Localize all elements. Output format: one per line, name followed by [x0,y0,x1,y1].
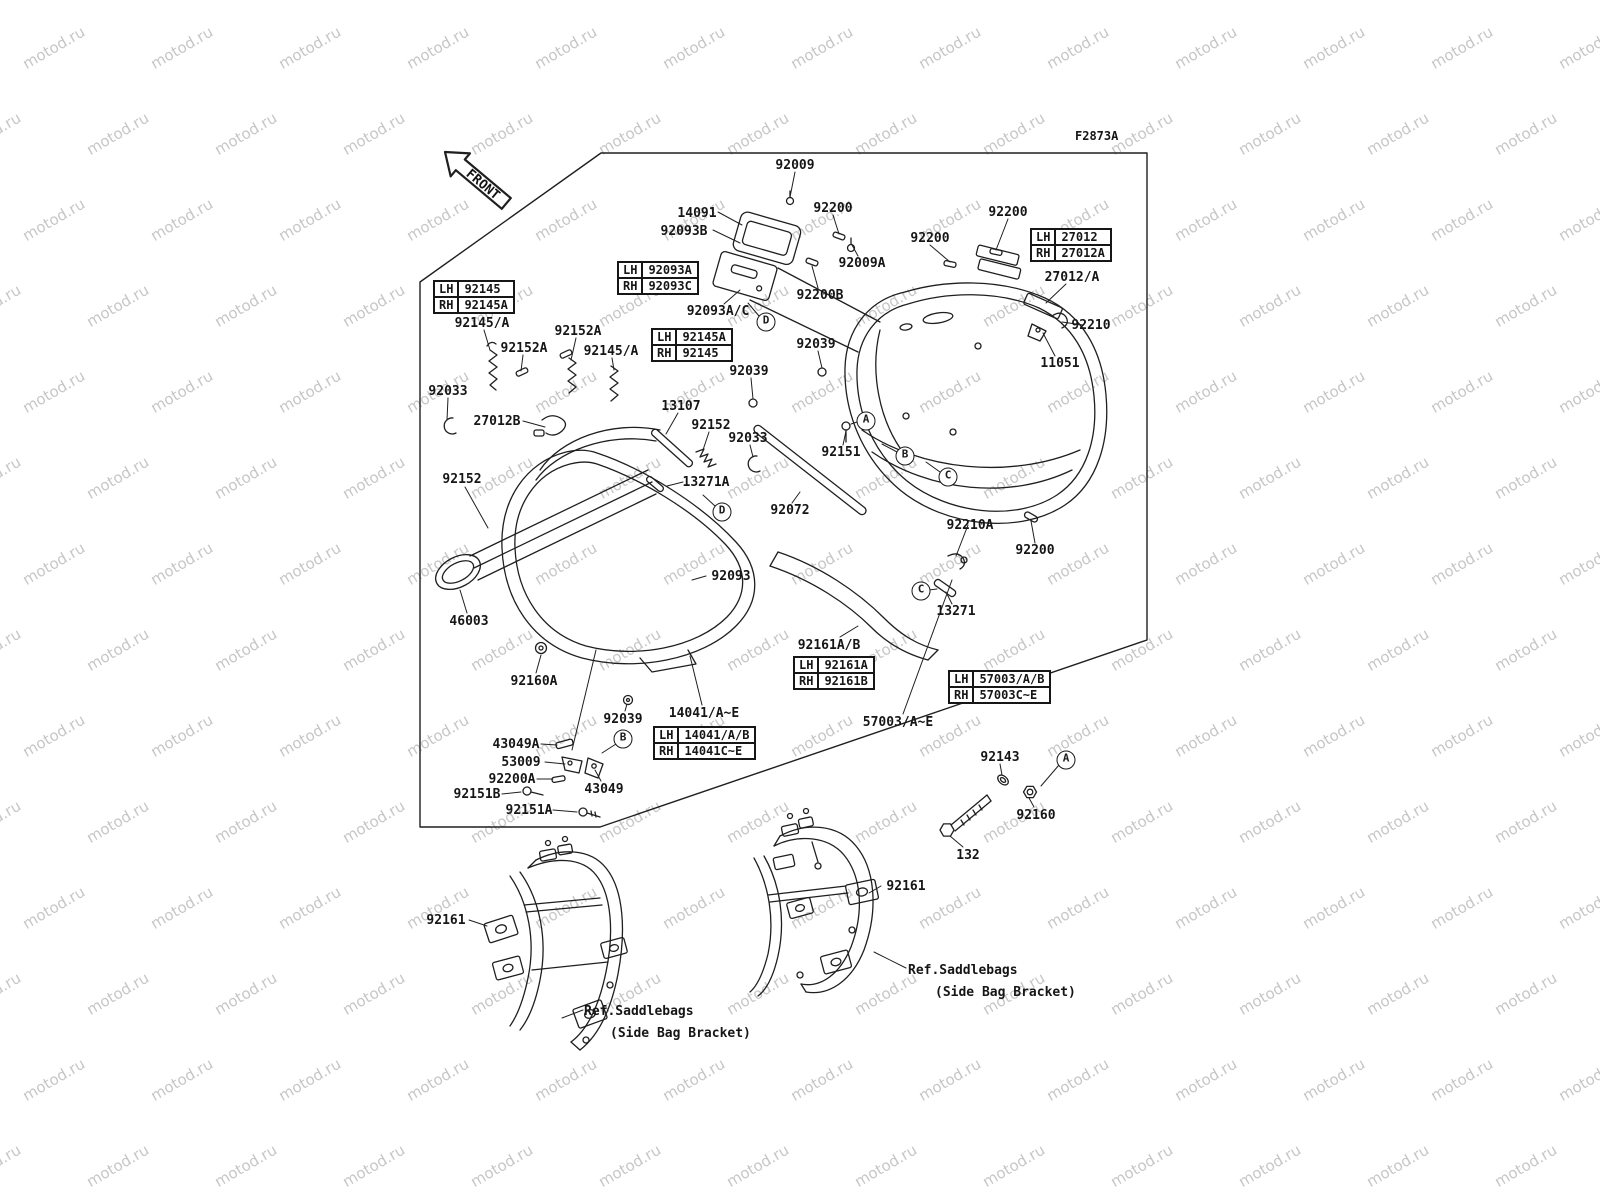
right-saddlebag [844,282,1108,524]
left-saddlebag [435,426,756,673]
latch-assembly [712,190,881,353]
side-bag-bracket-left [483,835,628,1051]
small-parts [443,231,1039,818]
plate-27012-group [975,244,1068,342]
end-cap-46003 [435,553,481,591]
front-arrow: FRONT [443,150,512,210]
figure-code: F2873A [1075,129,1119,143]
side-bag-bracket-right [749,807,880,997]
leader-lines [446,171,1084,1019]
frame-border [419,152,1148,828]
bolt-132-assembly [939,774,1038,837]
